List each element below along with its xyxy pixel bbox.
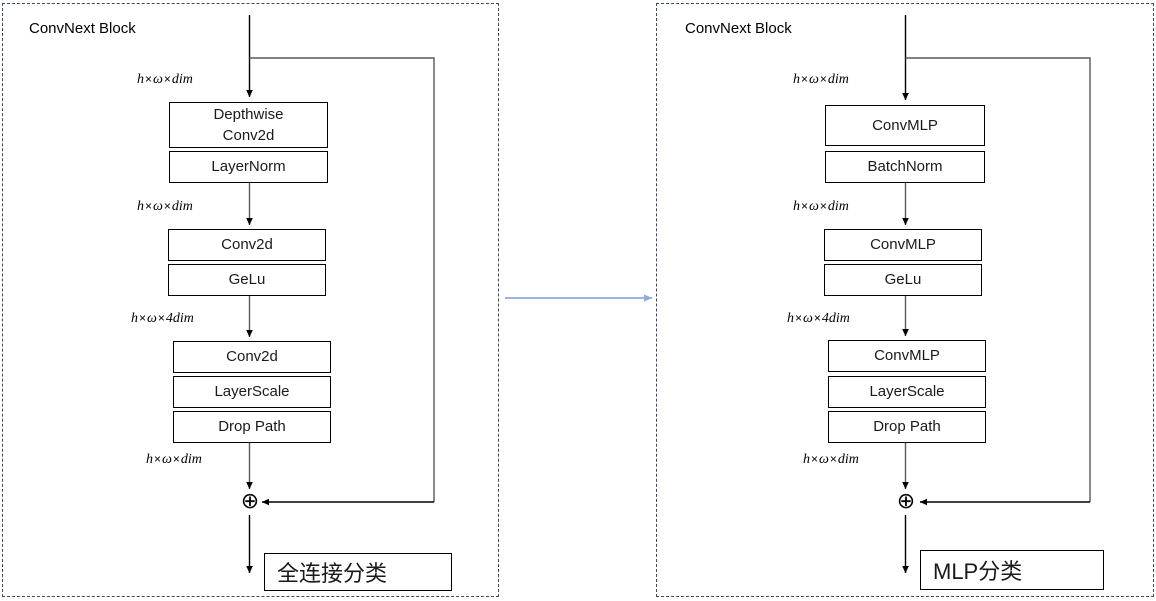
dim-d: dim — [171, 72, 193, 87]
dim-h: h — [146, 452, 153, 467]
left-dim-label-input: h×ω×dim — [137, 71, 193, 88]
right-dim-label-out: h×ω×dim — [803, 451, 859, 468]
dim-w: ω — [147, 311, 157, 326]
multiply-icon: × — [829, 452, 837, 466]
dim-h: h — [793, 199, 800, 214]
dim-h: h — [803, 452, 810, 467]
multiply-icon: × — [801, 72, 809, 86]
dim-d: 4dim — [165, 311, 194, 326]
left-block-panel — [2, 3, 499, 597]
dim-h: h — [787, 311, 794, 326]
multiply-icon: × — [163, 72, 171, 86]
multiply-icon: × — [819, 199, 827, 213]
left-panel-title: ConvNext Block — [29, 20, 136, 37]
right-dim-label-input: h×ω×dim — [793, 71, 849, 88]
right-dim-label-mid: h×ω×dim — [793, 198, 849, 215]
multiply-icon: × — [154, 452, 162, 466]
node-conv2d-2[interactable]: Conv2d — [173, 341, 331, 373]
dim-d: dim — [837, 452, 859, 467]
node-conv2d-1[interactable]: Conv2d — [168, 229, 326, 261]
multiply-icon: × — [801, 199, 809, 213]
dim-d: 4dim — [821, 311, 850, 326]
fc-classifier-box[interactable]: 全连接分类 — [264, 553, 452, 591]
right-block-panel — [656, 3, 1154, 597]
multiply-icon: × — [172, 452, 180, 466]
dim-w: ω — [153, 72, 163, 87]
node-layerscale[interactable]: LayerScale — [828, 376, 986, 408]
node-layerscale[interactable]: LayerScale — [173, 376, 331, 408]
right-panel-title: ConvNext Block — [685, 20, 792, 37]
dim-h: h — [137, 72, 144, 87]
node-convmlp-3[interactable]: ConvMLP — [828, 340, 986, 372]
node-convmlp-2[interactable]: ConvMLP — [824, 229, 982, 261]
node-batchnorm[interactable]: BatchNorm — [825, 151, 985, 183]
node-gelu[interactable]: GeLu — [168, 264, 326, 296]
dim-h: h — [137, 199, 144, 214]
right-add-icon: ⊕ — [896, 489, 916, 514]
multiply-icon: × — [163, 199, 171, 213]
left-dim-label-4dim: h×ω×4dim — [131, 310, 194, 327]
dim-w: ω — [803, 311, 813, 326]
dim-d: dim — [827, 199, 849, 214]
multiply-icon: × — [811, 452, 819, 466]
dim-w: ω — [819, 452, 829, 467]
dim-w: ω — [153, 199, 163, 214]
left-dim-label-out: h×ω×dim — [146, 451, 202, 468]
dim-d: dim — [171, 199, 193, 214]
multiply-icon: × — [795, 311, 803, 325]
node-layernorm[interactable]: LayerNorm — [169, 151, 328, 183]
node-gelu[interactable]: GeLu — [824, 264, 982, 296]
node-depthwise-conv2d[interactable]: Depthwise Conv2d — [169, 102, 328, 148]
left-dim-label-mid: h×ω×dim — [137, 198, 193, 215]
multiply-icon: × — [145, 199, 153, 213]
dim-d: dim — [180, 452, 202, 467]
left-add-icon: ⊕ — [240, 489, 260, 514]
mlp-classifier-box[interactable]: MLP分类 — [920, 550, 1104, 590]
node-drop-path[interactable]: Drop Path — [173, 411, 331, 443]
multiply-icon: × — [819, 72, 827, 86]
dim-h: h — [793, 72, 800, 87]
multiply-icon: × — [157, 311, 165, 325]
node-drop-path[interactable]: Drop Path — [828, 411, 986, 443]
dim-w: ω — [809, 72, 819, 87]
multiply-icon: × — [145, 72, 153, 86]
multiply-icon: × — [139, 311, 147, 325]
dim-d: dim — [827, 72, 849, 87]
dim-w: ω — [809, 199, 819, 214]
dim-h: h — [131, 311, 138, 326]
dim-w: ω — [162, 452, 172, 467]
right-dim-label-4dim: h×ω×4dim — [787, 310, 850, 327]
multiply-icon: × — [813, 311, 821, 325]
node-convmlp-1[interactable]: ConvMLP — [825, 105, 985, 146]
